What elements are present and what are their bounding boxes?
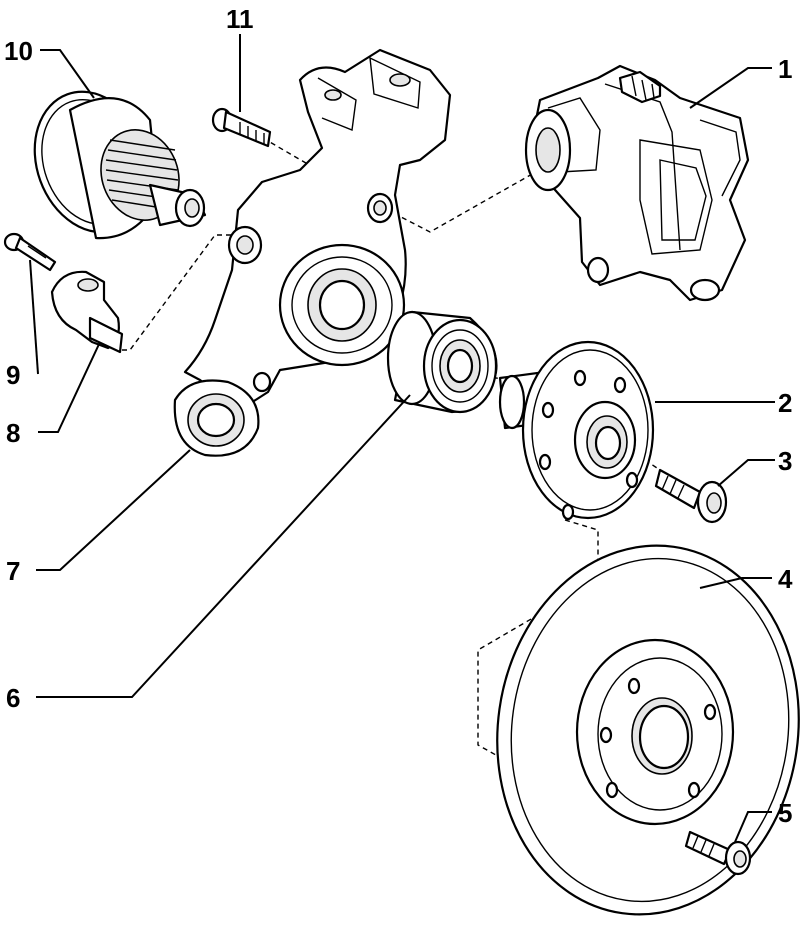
callout-11: 11 xyxy=(226,4,254,34)
brake-disc-stud-holes xyxy=(599,677,717,799)
callout-leaders xyxy=(29,34,775,843)
leader-6 xyxy=(36,394,411,698)
callout-3: 3 xyxy=(778,446,792,476)
callout-5: 5 xyxy=(778,798,792,828)
bolt-part-9 xyxy=(3,232,57,272)
callout-9: 9 xyxy=(6,360,20,390)
wheel-bearing-part-6 xyxy=(386,310,498,414)
brake-disc-part-4 xyxy=(496,544,800,916)
callout-1: 1 xyxy=(778,54,792,84)
callout-2: 2 xyxy=(778,388,792,418)
cv-joint-spline-teeth xyxy=(105,139,179,211)
wheel-hub-stud-holes xyxy=(538,369,639,521)
leader-4 xyxy=(699,577,772,589)
leader-10 xyxy=(40,49,95,99)
callout-8: 8 xyxy=(6,418,20,448)
leader-3 xyxy=(717,459,775,487)
callout-4: 4 xyxy=(778,564,793,594)
leader-7 xyxy=(36,449,191,571)
sensor-part-8 xyxy=(50,270,124,354)
leader-1 xyxy=(689,67,772,109)
wheel-hub-part-2 xyxy=(498,340,655,521)
disc-bolt-part-5 xyxy=(684,830,752,876)
steering-knuckle-part-7 xyxy=(173,48,452,457)
callout-6: 6 xyxy=(6,683,20,713)
bolt-part-11 xyxy=(211,107,272,148)
callout-labels: 1 2 3 4 5 6 7 8 9 10 11 xyxy=(4,4,793,828)
cv-joint-part-10 xyxy=(33,90,207,240)
leader-8 xyxy=(38,341,101,433)
callout-10: 10 xyxy=(4,36,33,66)
brake-caliper-part-1 xyxy=(524,64,750,302)
caliper-bleed-nipple xyxy=(618,70,662,104)
leader-5 xyxy=(734,811,772,843)
leader-9 xyxy=(29,259,39,375)
hub-bolt-part-3 xyxy=(654,468,728,524)
callout-7: 7 xyxy=(6,556,20,586)
